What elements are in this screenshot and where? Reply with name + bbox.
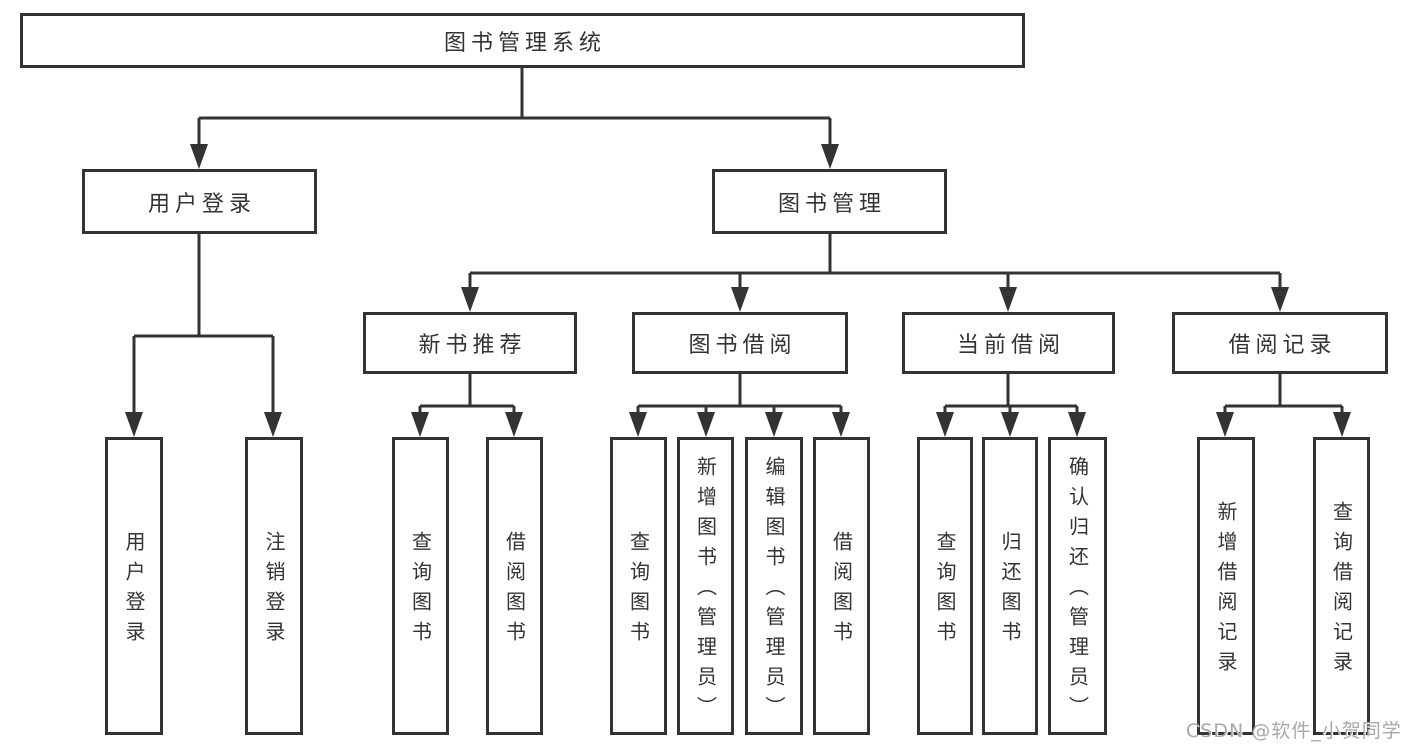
node-borrow-records: 借阅记录 [1172, 312, 1388, 374]
node-label: 借阅图书 [829, 531, 854, 651]
node-new-book-recommend: 新书推荐 [363, 312, 577, 374]
node-records-query-record: 查询借阅记录 [1313, 437, 1370, 735]
node-recommend-query-book: 查询图书 [392, 437, 449, 735]
node-label: 新增借阅记录 [1214, 501, 1238, 681]
node-current-return-book: 归还图书 [982, 437, 1038, 735]
node-label: 用户登录 [147, 191, 256, 217]
node-label: 借阅记录 [1228, 333, 1337, 358]
node-label: 查询借阅记录 [1329, 501, 1354, 681]
node-label: 新增图书（管理员） [693, 456, 718, 726]
node-label: 确认归还（管理员） [1065, 456, 1090, 726]
node-current-query-book: 查询图书 [917, 437, 973, 735]
node-label: 新书推荐 [418, 333, 527, 358]
node-label: 归还图书 [998, 531, 1022, 651]
node-label: 当前借阅 [956, 333, 1065, 358]
node-label: 查询图书 [933, 531, 957, 651]
node-borrow-add-book-admin: 新增图书（管理员） [677, 437, 734, 735]
node-book-borrow: 图书借阅 [632, 312, 848, 374]
node-label: 查询图书 [408, 531, 433, 651]
csdn-watermark: CSDN @软件_小贺同学 [1186, 720, 1402, 742]
node-borrow-edit-book-admin: 编辑图书（管理员） [745, 437, 803, 735]
node-current-confirm-return-admin: 确认归还（管理员） [1048, 437, 1107, 735]
node-borrow-borrow-book: 借阅图书 [813, 437, 870, 735]
node-label: 图书管理系统 [443, 30, 606, 56]
node-user-login-group: 用户登录 [82, 169, 317, 234]
node-label: 图书借阅 [688, 333, 797, 358]
node-label: 编辑图书（管理员） [762, 456, 786, 726]
node-label: 图书管理 [777, 191, 886, 217]
node-user-login: 用户登录 [105, 437, 163, 735]
node-label: 借阅图书 [502, 531, 527, 651]
node-current-borrow: 当前借阅 [902, 312, 1115, 374]
arrowhead-icons [125, 144, 1351, 437]
node-label: 查询图书 [626, 531, 651, 651]
node-book-management: 图书管理 [712, 169, 947, 234]
node-logout: 注销登录 [245, 437, 303, 735]
node-recommend-borrow-book: 借阅图书 [486, 437, 543, 735]
node-records-add-record: 新增借阅记录 [1197, 437, 1255, 735]
node-label: 用户登录 [122, 531, 146, 651]
node-borrow-query-book: 查询图书 [610, 437, 667, 735]
node-library-system: 图书管理系统 [20, 13, 1025, 68]
node-label: 注销登录 [262, 531, 286, 651]
